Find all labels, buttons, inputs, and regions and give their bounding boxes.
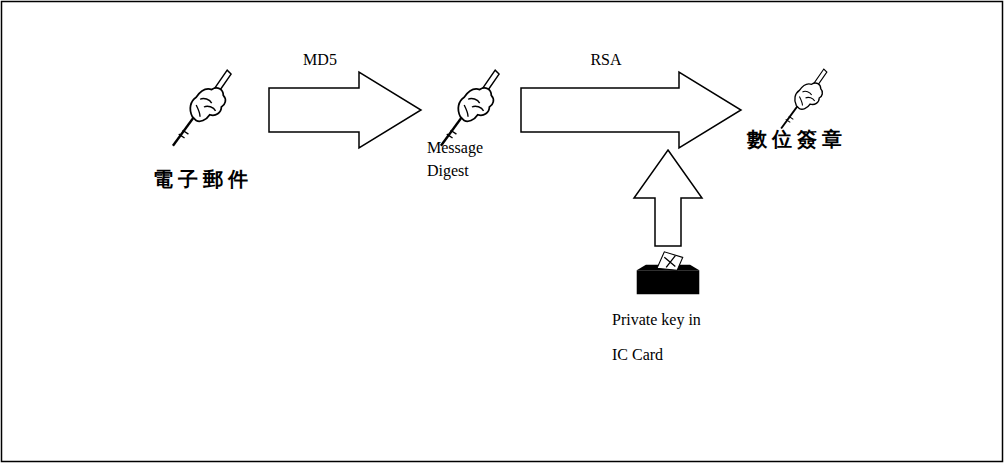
node-label: 數位簽章 bbox=[747, 126, 860, 153]
block-arrow bbox=[521, 72, 741, 148]
signature-node: Private key in IC Card bbox=[608, 250, 728, 380]
node-label: Message Digest bbox=[427, 136, 507, 182]
signature-node: 數位簽章 bbox=[745, 66, 860, 161]
signing-hand-icon bbox=[779, 66, 829, 130]
signature-node: Message Digest bbox=[425, 66, 517, 190]
arrow-label: RSA bbox=[588, 51, 623, 69]
signing-hand-icon bbox=[439, 66, 501, 148]
signature-node: 電子郵件 bbox=[140, 66, 265, 201]
arrow-label: MD5 bbox=[301, 51, 339, 69]
block-arrow bbox=[269, 72, 421, 148]
up-block-arrow bbox=[634, 150, 702, 246]
node-label: Private key in IC Card bbox=[612, 302, 704, 372]
signing-hand-icon bbox=[171, 66, 233, 148]
ic-card-icon bbox=[628, 250, 708, 296]
node-label: 電子郵件 bbox=[140, 166, 265, 193]
